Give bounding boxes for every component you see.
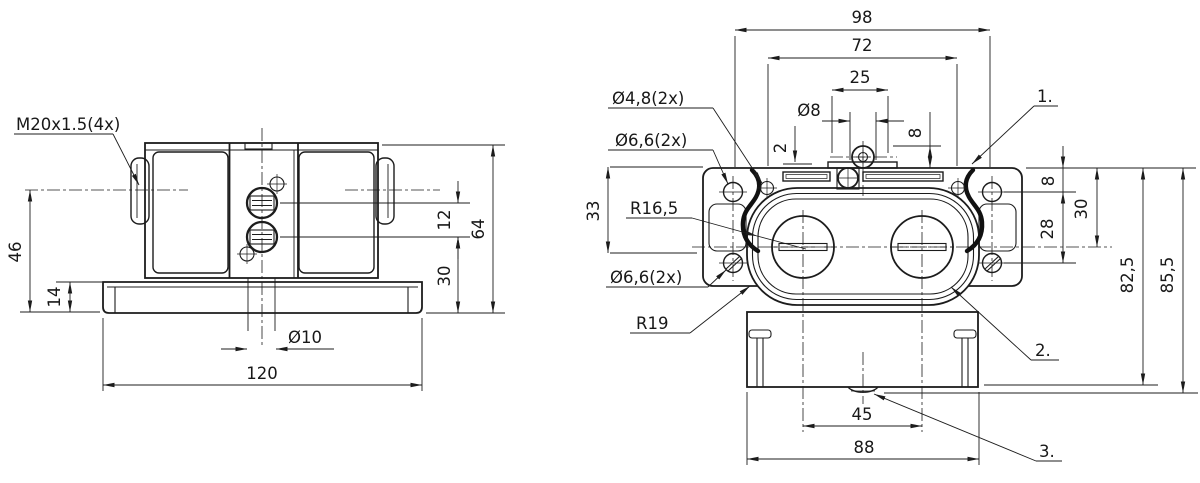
oval-housing-body [746,187,980,306]
top-callouts: Ø4,8(2x) Ø6,6(2x) R16,5 Ø6,6(2x) R19 1. … [606,87,1062,462]
clamp-lever-right [963,167,985,254]
thread-label: M20x1.5(4x) [16,115,120,134]
front-mounting-flange [102,278,423,331]
top-view: 98 72 25 Ø8 2 8 33 [584,8,1198,465]
top-dimensions: 98 72 25 Ø8 2 8 33 [584,8,1198,465]
cover-screw [836,167,860,190]
label-dia-4-8: Ø4,8(2x) [612,89,684,108]
dim-82-5: 82,5 [1118,257,1137,294]
cable-gland-left [130,157,150,225]
terminal-screw-upper [245,186,279,220]
dim-25: 25 [850,68,871,87]
label-dia-6-6-lower: Ø6,6(2x) [610,268,682,287]
lower-housing [746,311,979,393]
dim-64: 64 [469,219,488,240]
callout-3: 3. [1039,442,1055,461]
label-dia-6-6-upper: Ø6,6(2x) [615,131,687,150]
dim-8-edge: 8 [1039,176,1058,187]
front-housing-body [144,142,379,279]
callout-2: 2. [1035,341,1051,360]
dim-120: 120 [246,364,278,383]
dim-98: 98 [852,8,873,27]
label-r19: R19 [636,314,668,333]
dim-45: 45 [852,405,873,424]
clamp-pockets [708,203,1017,252]
dim-12: 12 [435,210,454,231]
small-holes-4-8 [757,178,968,198]
terminal-strips [782,171,944,182]
dim-28: 28 [1038,219,1057,240]
front-view: M20x1.5(4x) 46 14 Ø10 120 12 [6,115,505,391]
dim-roller-dia: Ø8 [797,101,821,120]
dim-slot-dia: Ø10 [288,328,322,347]
cable-gland-right [375,157,395,225]
top-centerlines [692,176,1112,432]
front-small-holes [237,174,287,264]
front-centerlines [25,128,440,347]
dim-30-front: 30 [435,266,454,287]
thread-callout: M20x1.5(4x) [14,115,140,186]
dim-14: 14 [45,287,64,308]
terminal-screw-lower [245,220,279,254]
dim-46: 46 [6,242,25,263]
dim-72: 72 [852,36,873,55]
dim-85-5: 85,5 [1158,257,1177,294]
label-r16-5: R16,5 [630,199,678,218]
dim-2: 2 [771,143,790,154]
dim-33: 33 [584,201,603,222]
callout-1: 1. [1037,87,1053,106]
dim-8-roller: 8 [906,128,925,139]
roller-actuator [827,141,898,196]
dim-88: 88 [854,438,875,457]
front-dimensions: 46 14 Ø10 120 12 30 64 [6,144,505,391]
dim-30-top: 30 [1072,199,1091,220]
